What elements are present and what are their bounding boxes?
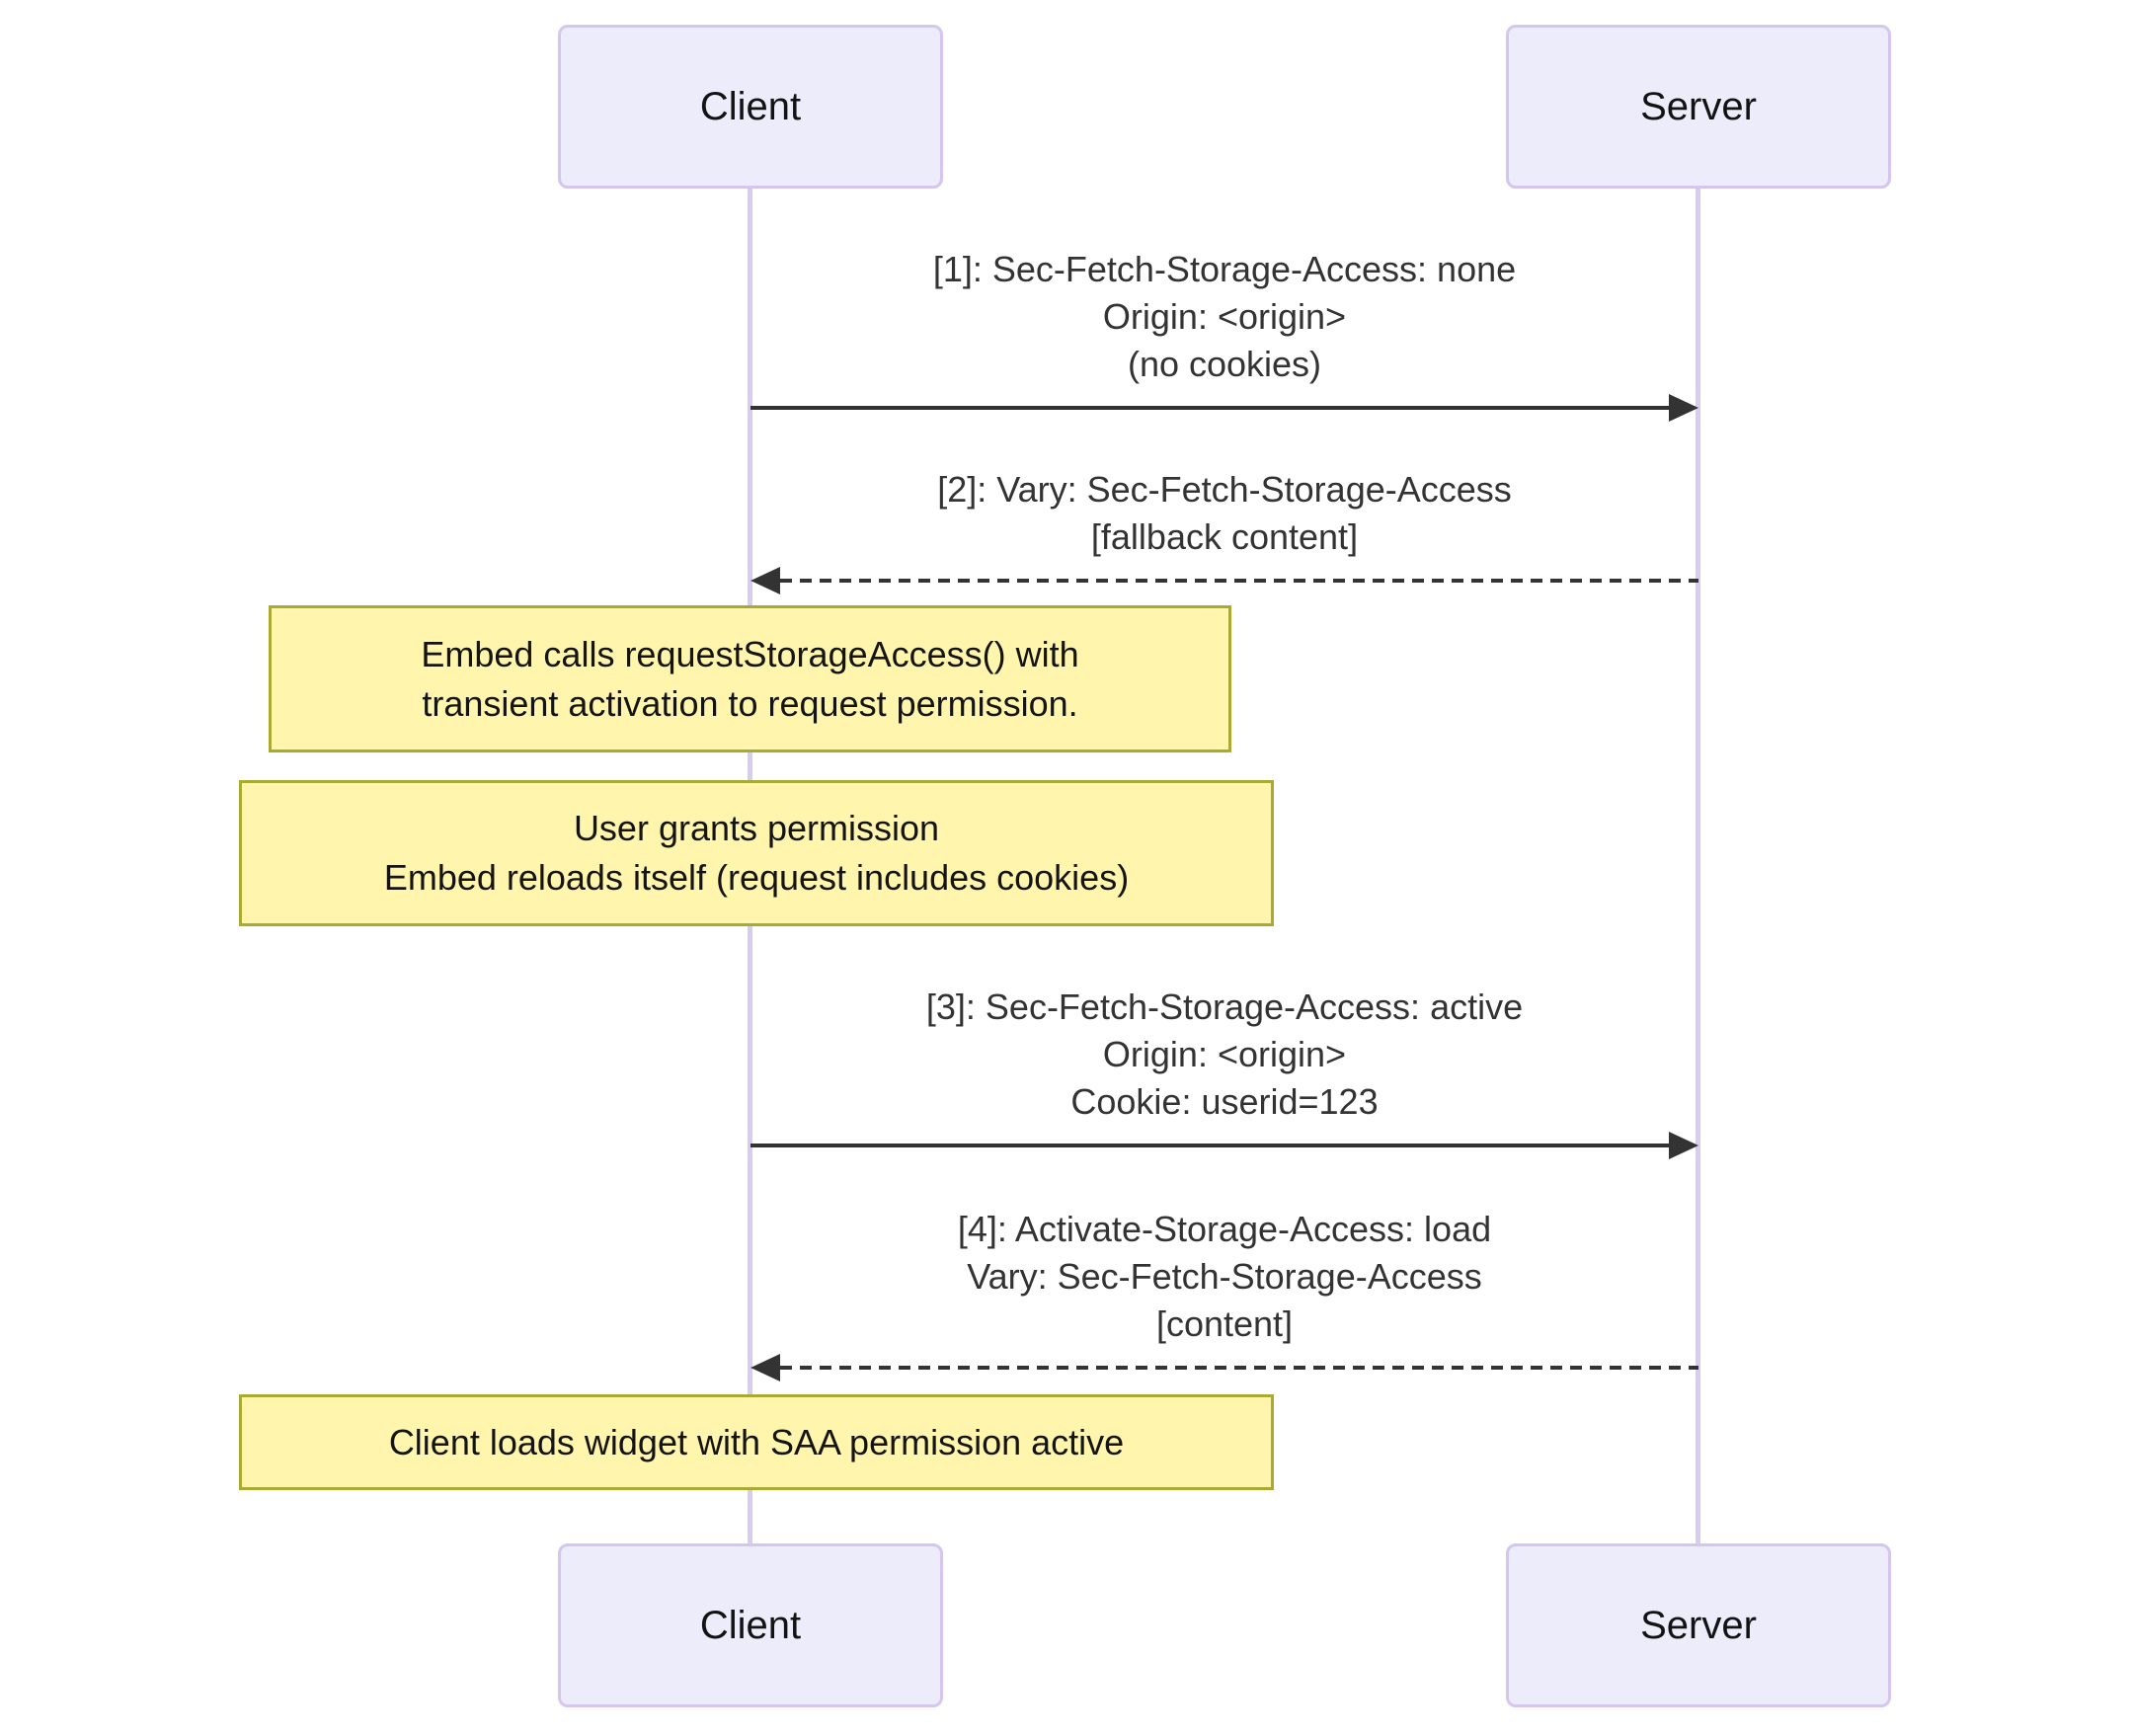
message-line: [4]: Activate-Storage-Access: load: [957, 1209, 1492, 1249]
actor-client-bottom: Client: [558, 1543, 943, 1707]
message-line: Origin: <origin>: [1102, 296, 1347, 337]
note-line: Client loads widget with SAA permission …: [388, 1421, 1125, 1462]
note-line: Embed calls requestStorageAccess() with: [421, 633, 1079, 674]
arrow-shaft: [750, 1144, 1669, 1147]
actor-server-bottom: Server: [1506, 1543, 1891, 1707]
message-line: Cookie: userid=123: [1070, 1081, 1379, 1122]
message-1-text: [1]: Sec-Fetch-Storage-Access: none Orig…: [750, 246, 1698, 388]
message-line: [fallback content]: [1090, 516, 1359, 557]
message-2-text: [2]: Vary: Sec-Fetch-Storage-Access [fal…: [750, 466, 1698, 561]
message-line: [1]: Sec-Fetch-Storage-Access: none: [932, 249, 1517, 289]
note-line: transient activation to request permissi…: [422, 682, 1078, 724]
actor-server-top-label: Server: [1640, 84, 1757, 128]
message-3-text: [3]: Sec-Fetch-Storage-Access: active Or…: [750, 984, 1698, 1126]
note-request-storage-access: Embed calls requestStorageAccess() with …: [269, 605, 1231, 752]
arrow-shaft: [780, 1366, 1698, 1370]
message-line: Vary: Sec-Fetch-Storage-Access: [967, 1256, 1482, 1297]
message-line: [3]: Sec-Fetch-Storage-Access: active: [925, 986, 1524, 1027]
actor-server-top: Server: [1506, 25, 1891, 189]
message-line: [content]: [1155, 1303, 1294, 1344]
arrowhead-right-icon: [1669, 394, 1698, 422]
note-client-loads-widget: Client loads widget with SAA permission …: [239, 1394, 1274, 1490]
message-line: Origin: <origin>: [1102, 1034, 1347, 1074]
actor-client-top-label: Client: [699, 84, 802, 128]
arrowhead-left-icon: [750, 1354, 780, 1381]
arrowhead-left-icon: [750, 567, 780, 594]
actor-server-bottom-label: Server: [1640, 1603, 1757, 1647]
arrow-shaft: [780, 579, 1698, 583]
message-line: [2]: Vary: Sec-Fetch-Storage-Access: [937, 469, 1512, 510]
arrow-shaft: [750, 406, 1669, 410]
note-line: User grants permission: [573, 808, 940, 848]
actor-client-bottom-label: Client: [699, 1603, 802, 1647]
message-line: (no cookies): [1127, 344, 1322, 384]
note-user-grants-permission: User grants permission Embed reloads its…: [239, 780, 1274, 926]
actor-client-top: Client: [558, 25, 943, 189]
server-lifeline: [1696, 189, 1700, 1543]
arrowhead-right-icon: [1669, 1132, 1698, 1159]
message-4-text: [4]: Activate-Storage-Access: load Vary:…: [750, 1206, 1698, 1348]
note-line: Embed reloads itself (request includes c…: [383, 857, 1130, 898]
